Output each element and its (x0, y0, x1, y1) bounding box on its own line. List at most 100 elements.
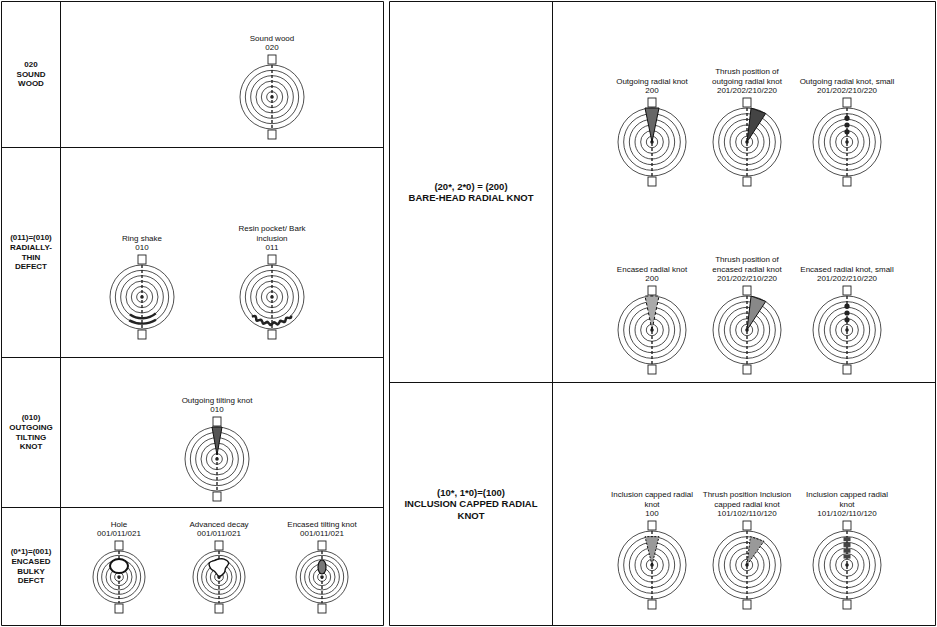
growth-ring (618, 296, 686, 364)
figure-caption: Thrush position of outgoing radial knot (699, 67, 795, 85)
sensor-square (115, 604, 123, 613)
small-knot (844, 304, 849, 309)
defect-code: 001/011/021 (171, 529, 267, 538)
small-knot (844, 317, 849, 322)
capped-knot (844, 543, 851, 547)
pith (215, 457, 219, 461)
caption-group: Thrush position of outgoing radial knot2… (699, 67, 795, 95)
figure-caption: Outgoing tilting knot (169, 396, 265, 405)
growth-ring (618, 531, 686, 599)
figure-caption: Resin pocket/ Bark inclusion (224, 224, 320, 242)
sensor-square (268, 55, 276, 64)
defect-code: 201/202/210/220 (799, 274, 895, 283)
growth-ring (240, 265, 304, 329)
resin-pocket (252, 316, 291, 325)
defect-code: 101/102/110/120 (699, 509, 795, 518)
table-rule (2, 357, 384, 358)
thrush-knot (747, 296, 766, 330)
defect-code: 101/102/110/120 (799, 509, 895, 518)
log-cross-section (296, 541, 348, 613)
growth-ring (824, 542, 869, 587)
growth-ring (131, 286, 152, 307)
defect-code: 201/202/210/220 (799, 86, 895, 95)
sensor-square (215, 541, 223, 550)
pith (117, 575, 121, 579)
radial-knot (645, 296, 659, 330)
table-rule (390, 382, 936, 383)
sensor-square (648, 521, 656, 530)
figure-caption: Hole (71, 520, 167, 529)
row-heading-text: SOUND WOOD (5, 70, 57, 89)
table-rule (383, 2, 384, 626)
pith (270, 295, 274, 299)
sensor-square (843, 600, 851, 609)
log-cross-section (93, 541, 145, 613)
growth-ring (102, 560, 137, 595)
row-heading: (010)OUTGOING TILTING KNOT (2, 358, 60, 507)
log-cross-section (618, 521, 686, 609)
sensor-square (213, 417, 221, 426)
log-cross-section (240, 255, 304, 339)
figure-caption: Thrush position Inclusion capped radial … (699, 490, 795, 508)
row-heading: (10*, 1*0)=(100)INCLUSION CAPPED RADIAL … (390, 383, 552, 625)
table-rule (935, 2, 936, 626)
log-cross-section (813, 286, 881, 374)
radial-knot (645, 108, 659, 142)
table-rule (389, 2, 390, 626)
sensor-square (268, 330, 276, 339)
growth-ring (819, 302, 876, 359)
small-knot (844, 122, 849, 127)
figure-caption: Advanced decay (171, 520, 267, 529)
row-heading: (0*1)=(001)ENCASED BULKY DEFCT (2, 508, 60, 625)
table-rule (390, 1, 936, 2)
figure-caption: Inclusion capped radial knot (604, 490, 700, 508)
defect-code: 100 (604, 509, 700, 518)
figure-caption: Encased radial knot, small (799, 265, 895, 274)
log-cross-section (713, 286, 781, 374)
figure-caption: Encased tilting knot (274, 520, 370, 529)
ring-shake (129, 312, 156, 319)
sensor-square (843, 286, 851, 295)
row-heading-text: RADIALLY- THIN DEFECT (5, 243, 57, 272)
row-heading-text: OUTGOING TILTING KNOT (5, 423, 57, 452)
defect-code: 201/202/210/220 (699, 86, 795, 95)
log-cross-section (185, 417, 249, 501)
sensor-square (648, 365, 656, 374)
figure-caption: Outgoing radial knot (604, 77, 700, 86)
log-cross-section (193, 541, 245, 613)
sensor-square (215, 604, 223, 613)
growth-ring (819, 537, 876, 594)
encased-knot (318, 560, 326, 574)
sensor-square (318, 604, 326, 613)
table-rule (552, 2, 553, 626)
table-rule (60, 2, 61, 626)
growth-ring (824, 307, 869, 352)
growth-ring (261, 86, 282, 107)
growth-ring (719, 537, 776, 594)
caption-group: Thrush position of encased radial knot20… (699, 255, 795, 283)
sensor-square (648, 98, 656, 107)
row-heading-text: (011)=(010) (10, 233, 52, 243)
tilting-knot (212, 427, 222, 455)
figure-caption: Encased radial knot (604, 265, 700, 274)
defect-code: 201/202/210/220 (699, 274, 795, 283)
growth-ring (813, 296, 881, 364)
growth-ring (296, 551, 348, 603)
growth-ring (202, 560, 237, 595)
sensor-square (843, 365, 851, 374)
sensor-square (268, 255, 276, 264)
growth-ring (813, 531, 881, 599)
growth-ring (713, 531, 781, 599)
log-cross-section (240, 55, 304, 139)
defect-code: 200 (604, 274, 700, 283)
caption-group: Inclusion capped radial knot100 (604, 490, 700, 518)
figure-caption: Sound wood (224, 34, 320, 43)
sensor-square (743, 177, 751, 186)
row-heading: (20*, 2*0) = (200)BARE-HEAD RADIAL KNOT (390, 2, 552, 382)
ring-shake (129, 319, 157, 325)
row-heading-text: ENCASED BULKY DEFCT (5, 557, 57, 586)
growth-ring (819, 114, 876, 171)
defect-code: 001/011/021 (274, 529, 370, 538)
table-rule (1, 2, 2, 626)
